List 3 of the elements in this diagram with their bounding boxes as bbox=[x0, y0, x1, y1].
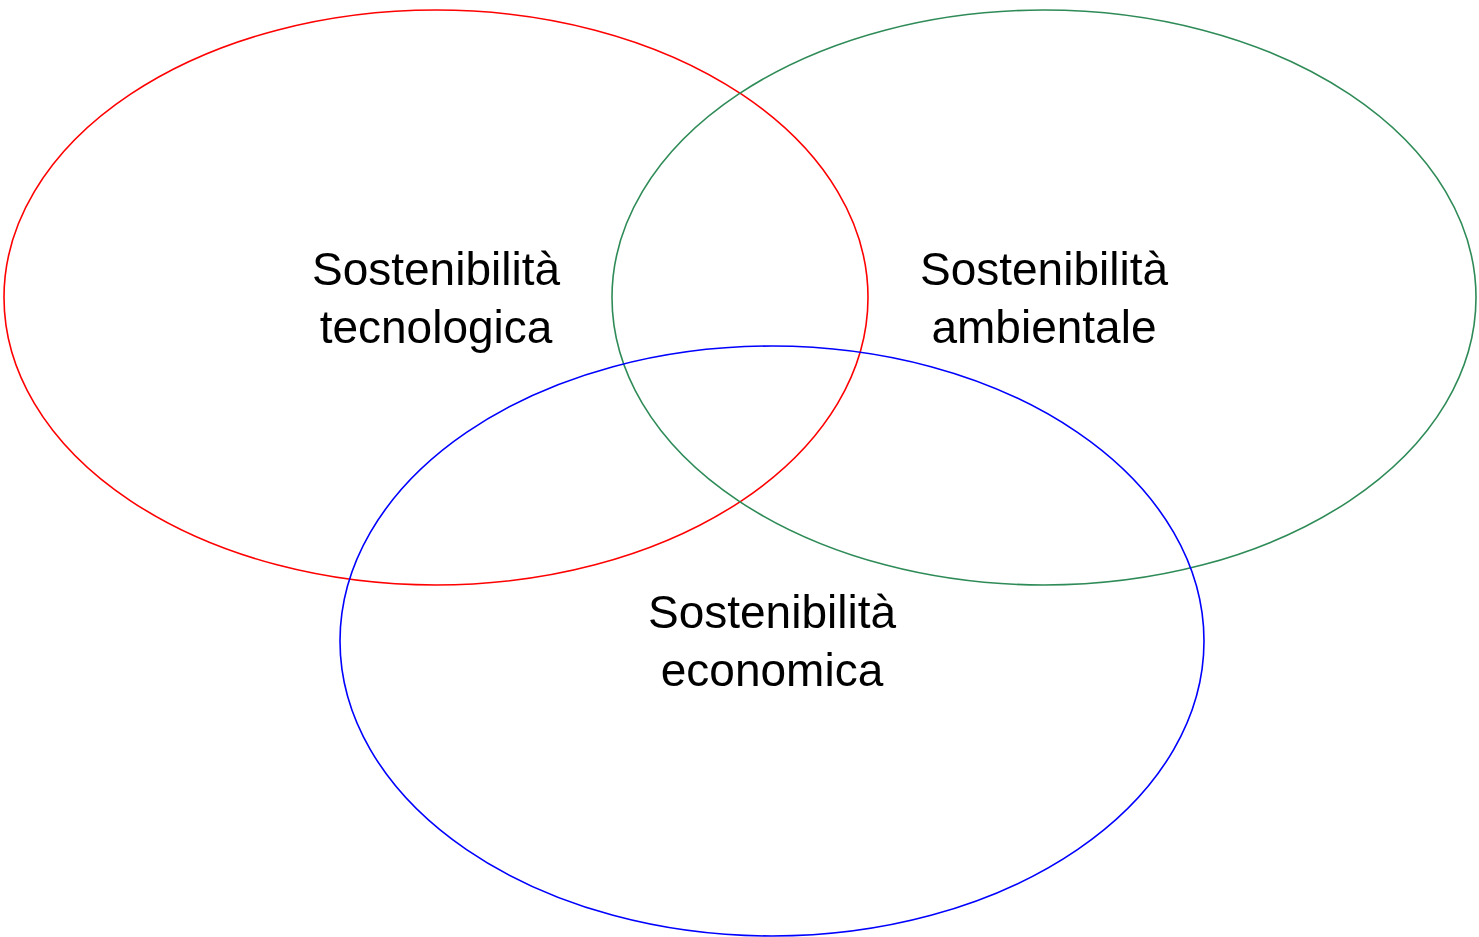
set-label: Sostenibilità tecnologica bbox=[310, 241, 561, 355]
set-label: Sostenibilità ambientale bbox=[918, 241, 1169, 355]
set-label: Sostenibilità economica bbox=[646, 585, 897, 698]
